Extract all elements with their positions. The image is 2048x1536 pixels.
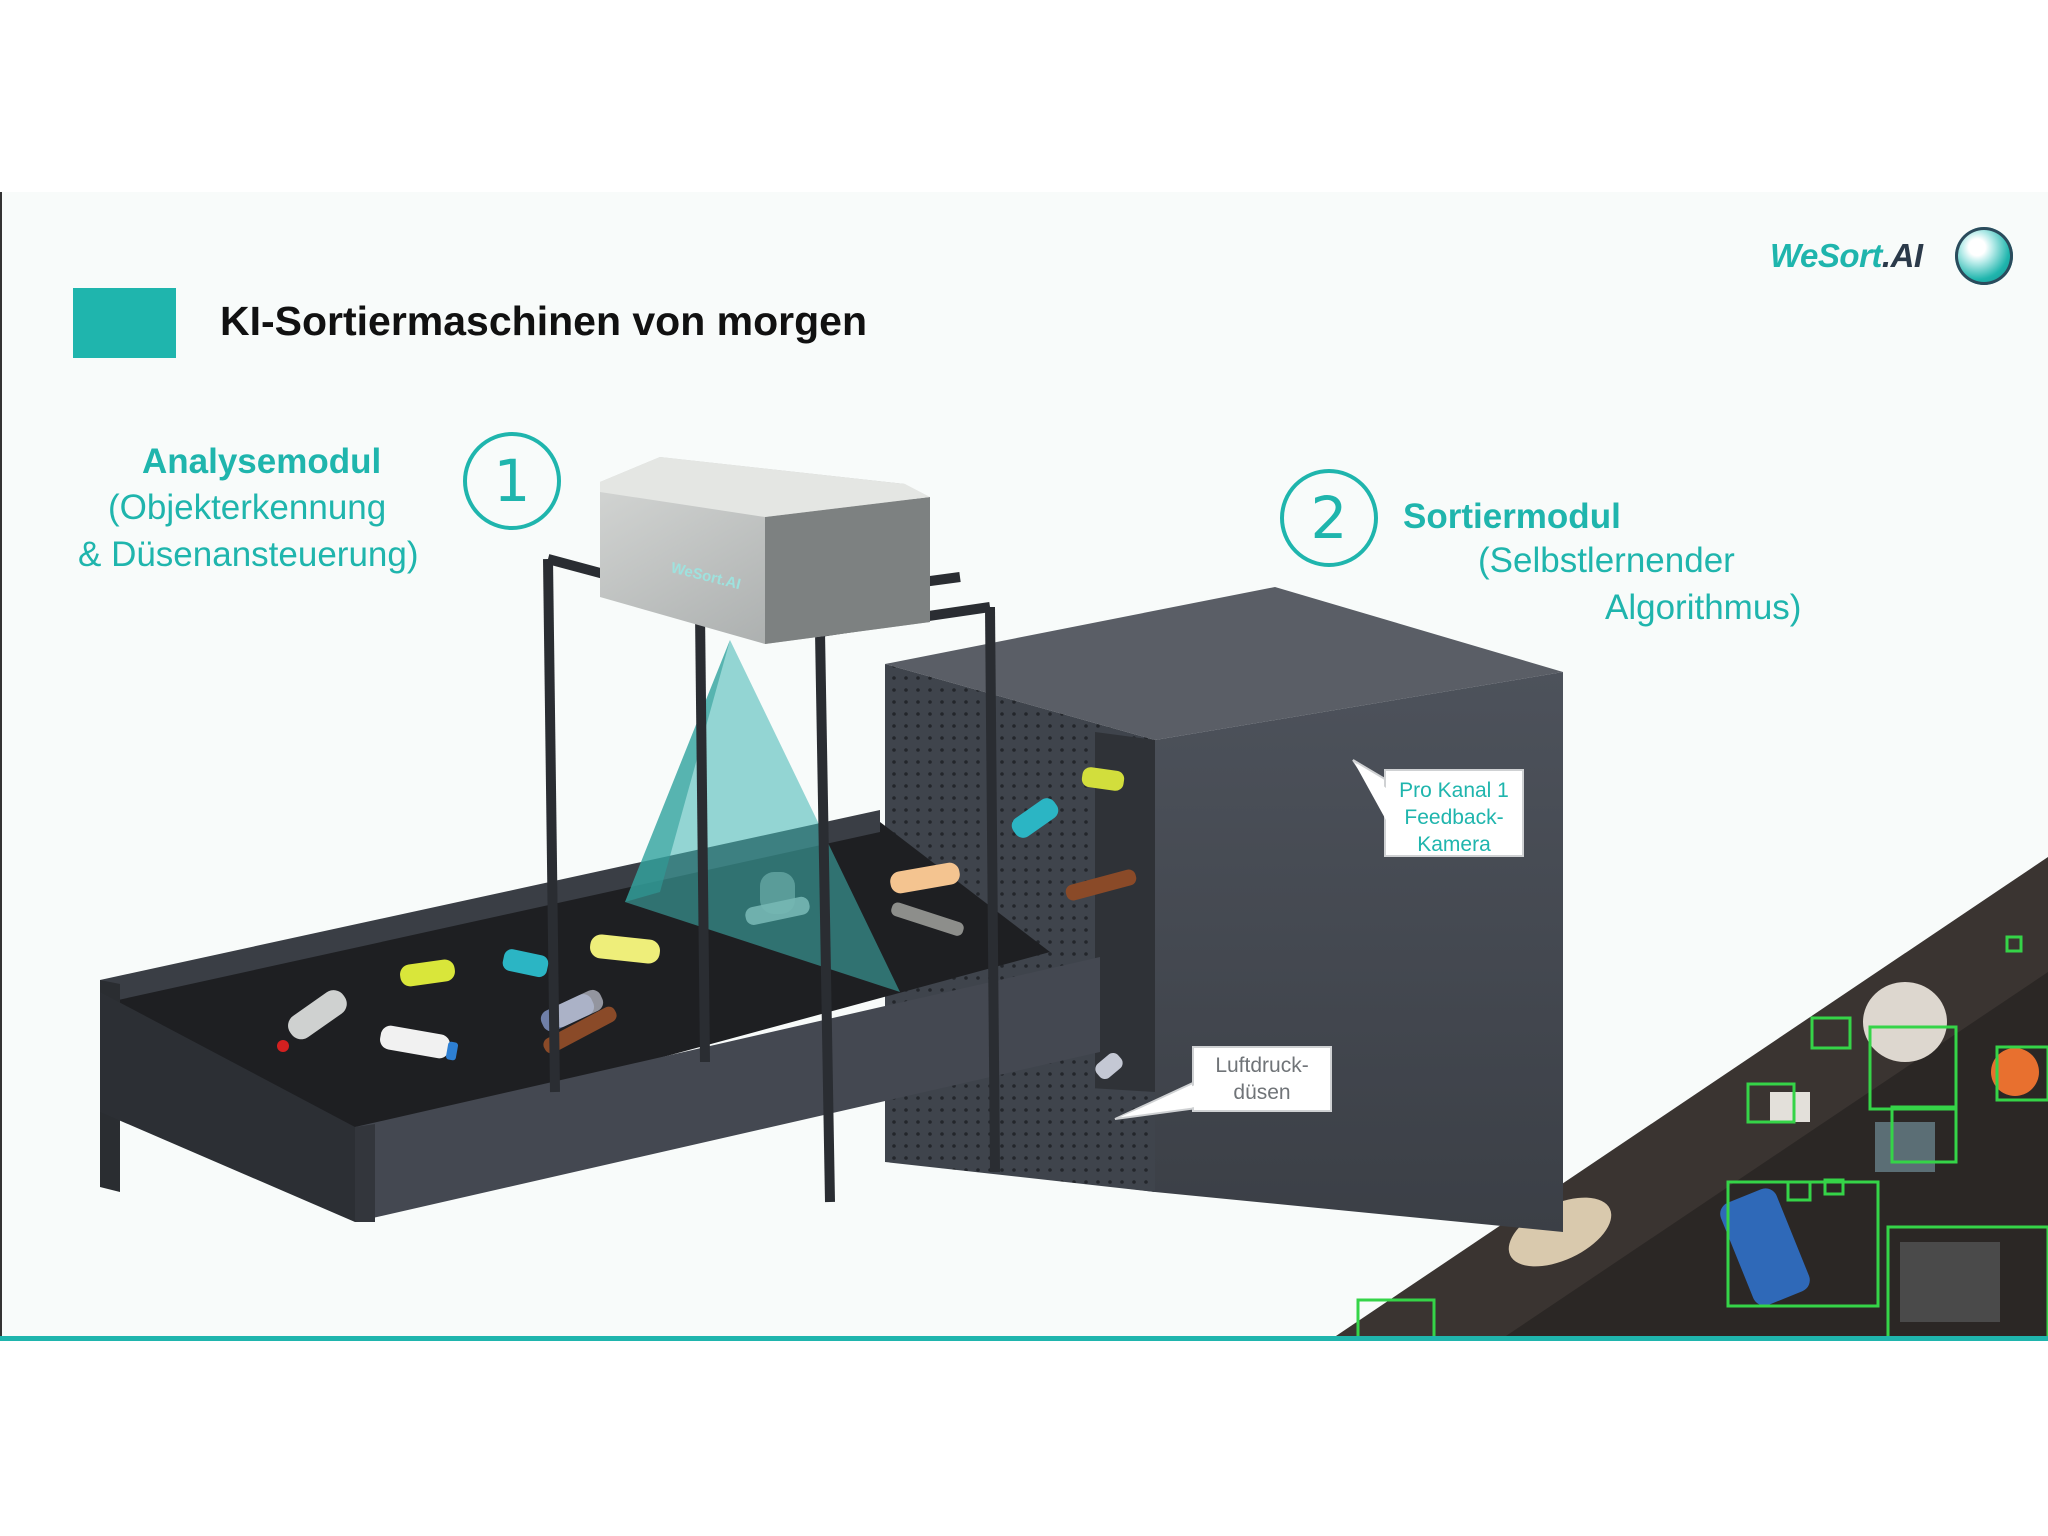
detection-boxes <box>1356 935 2048 1340</box>
title-accent-block <box>73 288 176 358</box>
wesort-logo: WeSort.AI <box>1770 237 1923 275</box>
feedback-callout-line3: Kamera <box>1417 833 1491 856</box>
module1-title: Analysemodul <box>142 442 382 481</box>
logo-suffix: .AI <box>1881 237 1923 274</box>
slide-bottom-rule <box>0 1336 2048 1341</box>
module1-subtitle-line2: & Düsenansteuerung) <box>78 535 419 574</box>
module2-title: Sortiermodul <box>1403 497 1621 536</box>
feedback-camera-callout-bubble <box>1352 759 1524 857</box>
module1-subtitle-line1: (Objekterkennung <box>108 488 387 527</box>
slide: WeSort.AI KI-Sortiermaschinen von morgen… <box>0 192 2048 1340</box>
nozzle-callout-bubble <box>1114 1046 1332 1120</box>
module2-subtitle-line2: Algorithmus) <box>1605 588 1802 627</box>
nozzle-callout-line1: Luftdruck- <box>1215 1054 1309 1077</box>
module2-number-badge: 2 <box>1280 469 1378 567</box>
nozzle-callout-line2: düsen <box>1233 1081 1291 1104</box>
analysis-module-frame: WeSort.AI <box>543 457 1000 1203</box>
logo-brand: WeSort <box>1770 237 1882 274</box>
slide-left-edge <box>0 192 2 1340</box>
sorting-machine-illustration: WeSort.AI <box>100 457 2048 1340</box>
globe-logo-icon <box>1955 227 2013 285</box>
module1-number-badge: 1 <box>463 432 561 530</box>
slide-title: KI-Sortiermaschinen von morgen <box>220 298 868 344</box>
nozzle-callout: Luftdruck- düsen <box>1193 1052 1331 1106</box>
feedback-camera-callout: Pro Kanal 1 Feedback- Kamera <box>1385 777 1523 858</box>
feedback-callout-line2: Feedback- <box>1404 806 1504 829</box>
module2-subtitle-line1: (Selbstlernender <box>1478 541 1735 580</box>
feedback-callout-line1: Pro Kanal 1 <box>1399 779 1509 802</box>
